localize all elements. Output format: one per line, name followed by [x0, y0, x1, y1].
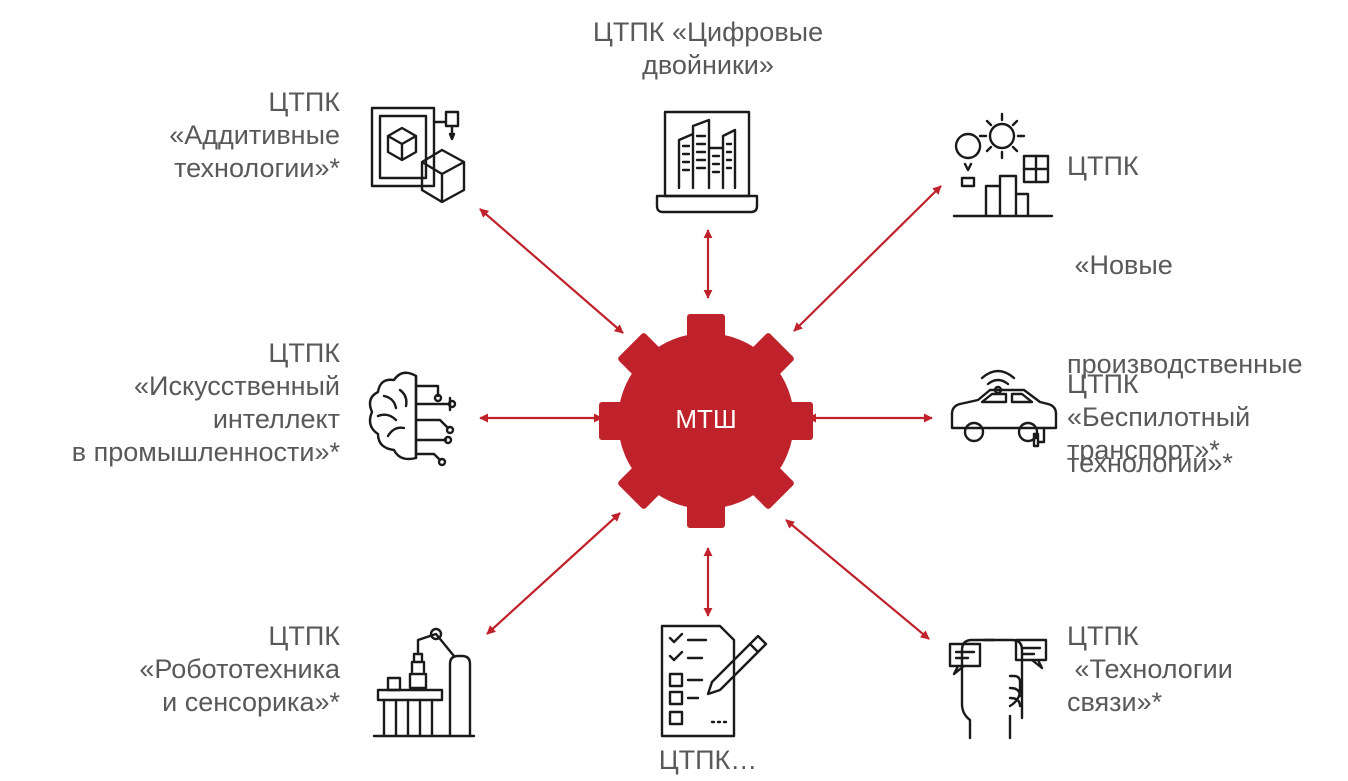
- center-label: МТШ: [675, 404, 737, 434]
- label-line: производственные: [1067, 349, 1303, 379]
- label-line: «Новые: [1067, 250, 1173, 280]
- label-line: ЦТПК: [1067, 621, 1139, 651]
- connector-arrows: [479, 185, 942, 640]
- label-line: ЦТПК: [268, 621, 340, 651]
- checklist-icon: [660, 624, 768, 738]
- 3d-printer-icon: [370, 106, 466, 204]
- label-other: ЦТПК…: [608, 744, 808, 777]
- arrow-robotics: [486, 512, 621, 635]
- laptop-city-icon: [655, 110, 759, 214]
- label-robotics: ЦТПК «Робототехника и сенсорика»*: [80, 620, 340, 719]
- arrow-communication: [785, 519, 930, 640]
- label-autonomous: ЦТПК «Беспилотный транспорт»*: [1067, 368, 1327, 467]
- label-line: транспорт»*: [1067, 435, 1220, 465]
- label-additive: ЦТПК «Аддитивные технологии»*: [130, 86, 340, 185]
- label-line: «Аддитивные: [169, 120, 340, 150]
- label-ai: ЦТПК «Искусственный интеллект в промышле…: [10, 337, 340, 469]
- smart-factory-icon: [952, 112, 1054, 218]
- label-line: ЦТПК: [1067, 151, 1139, 181]
- center-gear: [599, 314, 813, 528]
- label-communication: ЦТПК «Технологии связи»*: [1067, 620, 1327, 719]
- label-new-production: ЦТПК «Новые производственные технологии»…: [1067, 84, 1342, 513]
- label-line: связи»*: [1067, 687, 1163, 717]
- label-line: технологии»*: [1067, 448, 1233, 478]
- label-digital-twins: ЦТПК «Цифровые двойники»: [548, 16, 868, 82]
- label-line: ЦТПК: [268, 87, 340, 117]
- label-line: ЦТПК «Цифровые: [592, 17, 824, 47]
- label-line: интеллект: [212, 404, 340, 434]
- label-line: ЦТПК…: [658, 745, 758, 775]
- connected-car-icon: [950, 369, 1058, 448]
- label-line: в промышленности»*: [71, 437, 340, 467]
- label-line: «Беспилотный: [1067, 402, 1251, 432]
- label-line: двойники»: [642, 50, 774, 80]
- arrow-new-production: [793, 185, 942, 332]
- label-line: ЦТПК: [268, 338, 340, 368]
- smartphone-chat-icon: [948, 638, 1048, 740]
- label-line: «Искусственный: [134, 371, 340, 401]
- robot-arm-icon: [372, 627, 476, 738]
- arrow-additive: [479, 208, 624, 334]
- label-line: «Технологии: [1067, 654, 1233, 684]
- label-line: технологии»*: [174, 153, 340, 183]
- ai-brain-icon: [368, 371, 457, 467]
- label-line: «Робототехника: [139, 654, 340, 684]
- label-line: ЦТПК: [1067, 369, 1139, 399]
- label-line: и сенсорика»*: [162, 687, 340, 717]
